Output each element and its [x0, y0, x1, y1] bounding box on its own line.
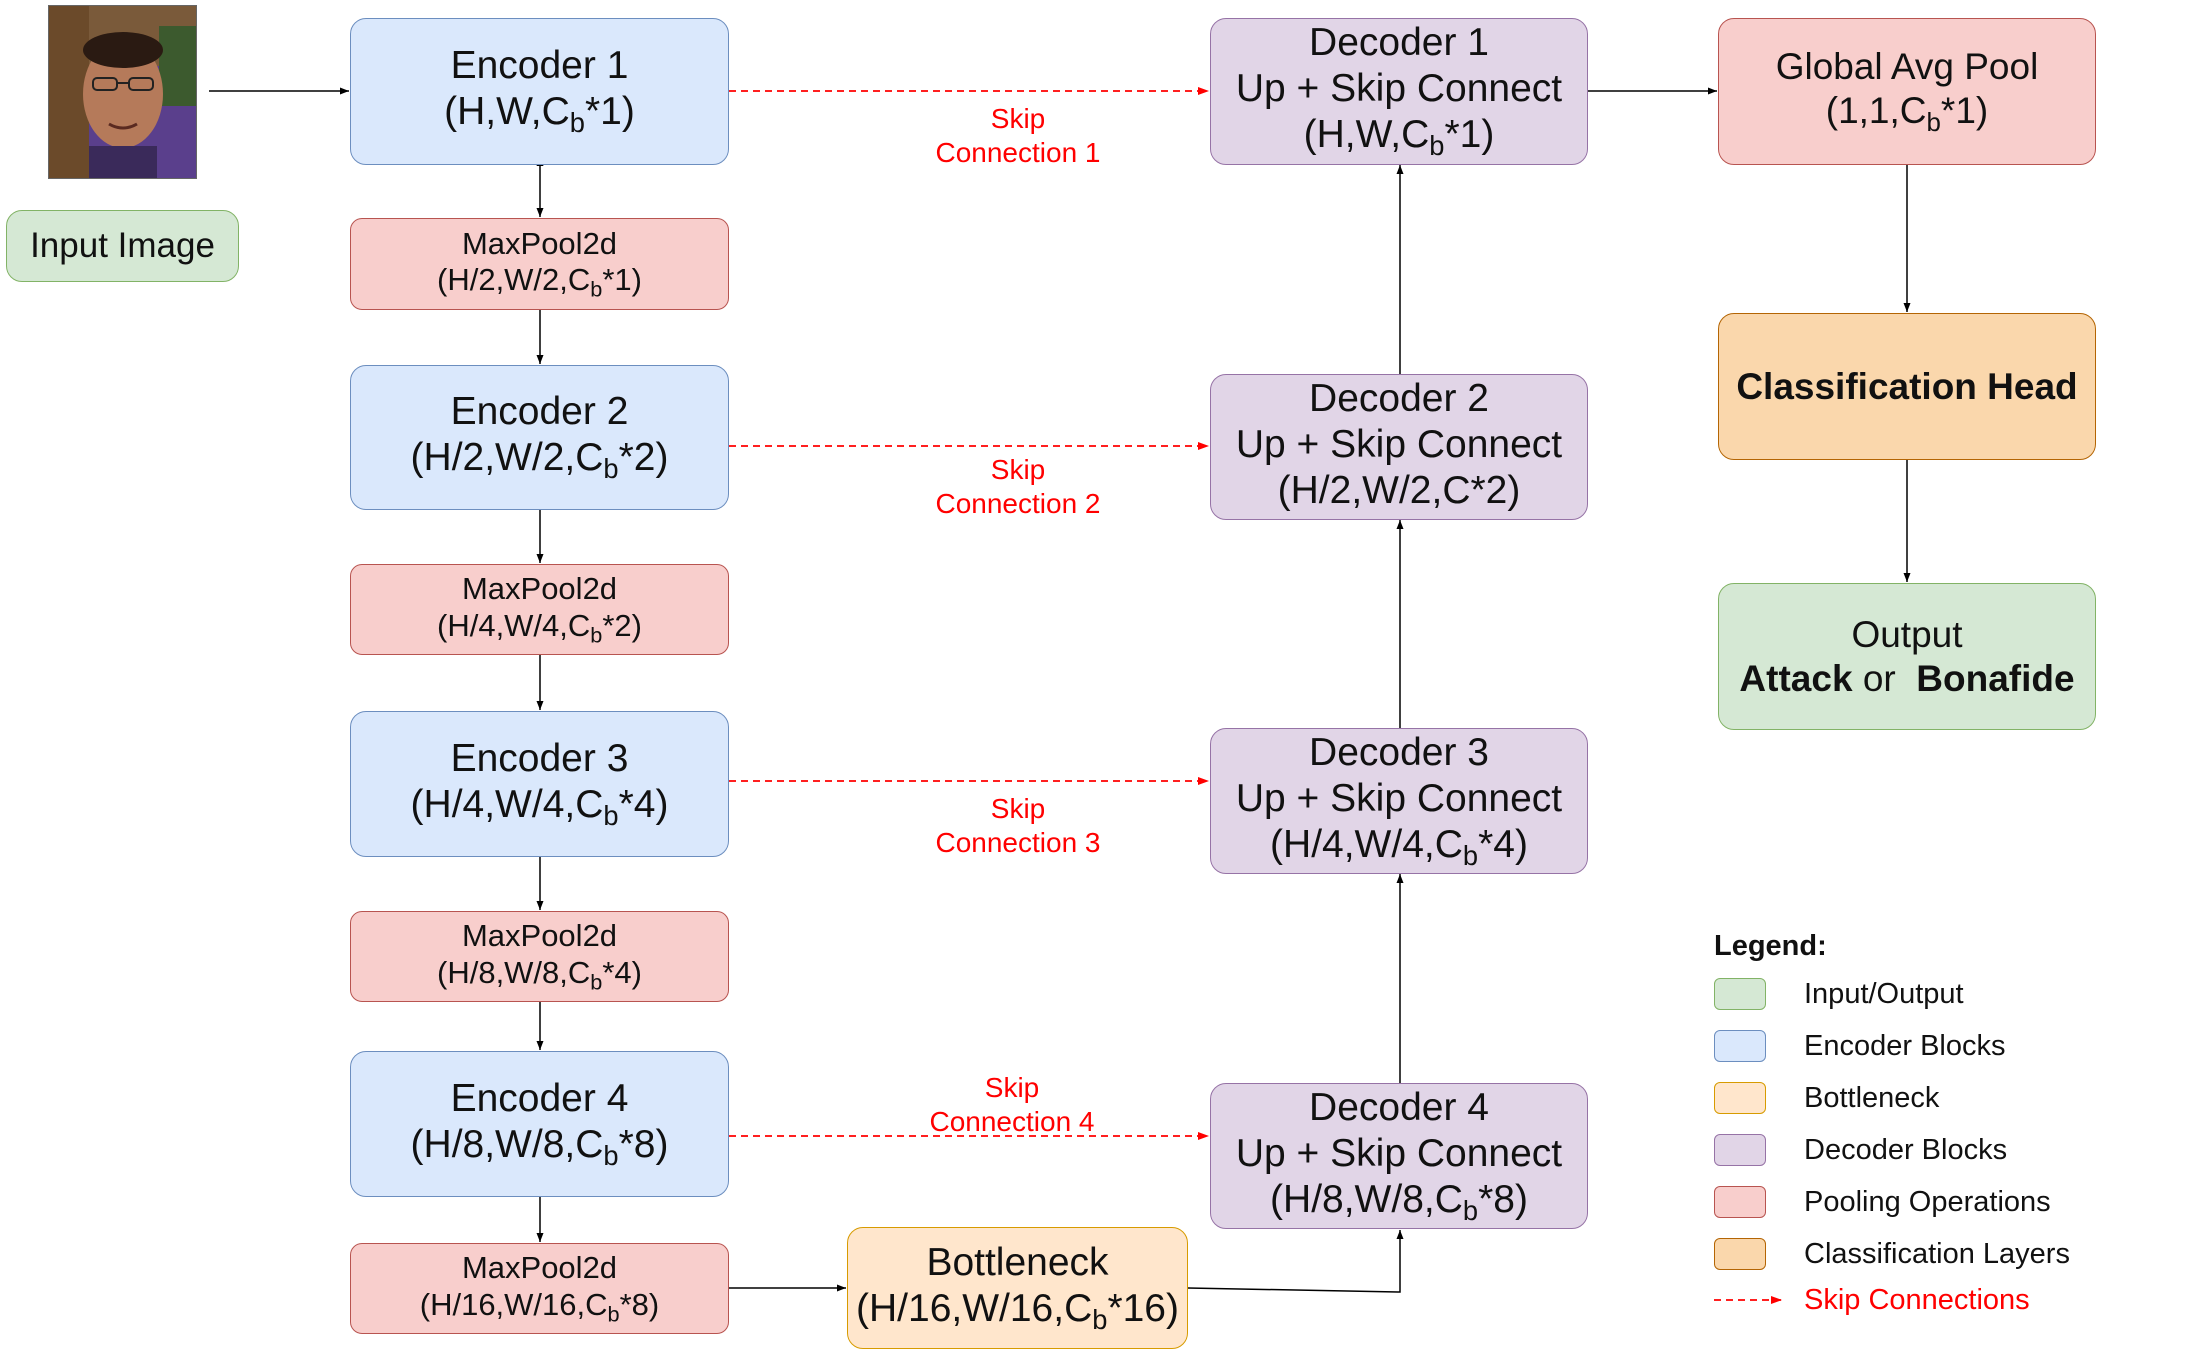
- legend-label: Classification Layers: [1804, 1238, 2070, 1270]
- legend-skip-label: Skip Connections: [1804, 1284, 2030, 1316]
- decoder-2-dims: (H/2,W/2,C*2): [1277, 468, 1521, 512]
- maxpool-3-dims: (H/8,W/8,Cb*4): [437, 954, 642, 995]
- bottleneck: Bottleneck (H/16,W/16,Cb*16): [847, 1227, 1188, 1349]
- encoder-3: Encoder 3 (H/4,W/4,Cb*4): [350, 711, 729, 857]
- bottleneck-dims: (H/16,W/16,Cb*16): [856, 1286, 1179, 1335]
- legend-item-classification: Classification Layers: [1714, 1237, 2070, 1271]
- legend-label: Pooling Operations: [1804, 1186, 2051, 1218]
- input-image-label: Input Image: [30, 226, 215, 266]
- classification-head: Classification Head: [1718, 313, 2096, 460]
- maxpool-3-title: MaxPool2d: [461, 918, 618, 954]
- decoder-1: Decoder 1 Up + Skip Connect (H,W,Cb*1): [1210, 18, 1588, 165]
- classification-head-title: Classification Head: [1736, 365, 2078, 407]
- legend-label: Input/Output: [1804, 978, 1964, 1010]
- bottleneck-title: Bottleneck: [926, 1240, 1109, 1284]
- legend-swatch: [1714, 1030, 1766, 1062]
- legend-swatch: [1714, 978, 1766, 1010]
- encoder-4-title: Encoder 4: [450, 1076, 629, 1120]
- legend-label: Encoder Blocks: [1804, 1030, 2006, 1062]
- maxpool-1: MaxPool2d (H/2,W/2,Cb*1): [350, 218, 729, 310]
- maxpool-2-dims: (H/4,W/4,Cb*2): [437, 607, 642, 648]
- decoder-3-title: Decoder 3: [1309, 730, 1489, 774]
- decoder-2: Decoder 2 Up + Skip Connect (H/2,W/2,C*2…: [1210, 374, 1588, 520]
- legend-label: Decoder Blocks: [1804, 1134, 2008, 1166]
- legend-swatch: [1714, 1134, 1766, 1166]
- decoder-4: Decoder 4 Up + Skip Connect (H/8,W/8,Cb*…: [1210, 1083, 1588, 1229]
- legend-swatch: [1714, 1238, 1766, 1270]
- global-avg-pool-dims: (1,1,Cb*1): [1825, 89, 1989, 137]
- legend-swatch: [1714, 1186, 1766, 1218]
- decoder-2-title: Decoder 2: [1309, 376, 1489, 420]
- decoder-3-dims: (H/4,W/4,Cb*4): [1270, 822, 1528, 871]
- encoder-1: Encoder 1 (H,W,Cb*1): [350, 18, 729, 165]
- legend-item-pooling: Pooling Operations: [1714, 1185, 2051, 1219]
- maxpool-1-dims: (H/2,W/2,Cb*1): [437, 262, 642, 302]
- encoder-3-title: Encoder 3: [450, 736, 629, 780]
- decoder-3-op: Up + Skip Connect: [1235, 776, 1563, 820]
- legend-swatch: [1714, 1082, 1766, 1114]
- output-title: Output: [1851, 613, 1963, 655]
- encoder-4: Encoder 4 (H/8,W/8,Cb*8): [350, 1051, 729, 1197]
- edge-bottleneck-decoder4: [1187, 1230, 1404, 1293]
- input-image-box: Input Image: [6, 210, 239, 282]
- encoder-2-dims: (H/2,W/2,Cb*2): [410, 436, 669, 485]
- decoder-2-op: Up + Skip Connect: [1235, 422, 1563, 466]
- legend-label: Bottleneck: [1804, 1082, 1940, 1114]
- decoder-4-dims: (H/8,W/8,Cb*8): [1270, 1177, 1528, 1226]
- maxpool-4-dims: (H/16,W/16,Cb*8): [419, 1286, 660, 1327]
- encoder-4-dims: (H/8,W/8,Cb*8): [410, 1122, 669, 1171]
- maxpool-4-title: MaxPool2d: [461, 1250, 618, 1286]
- decoder-4-op: Up + Skip Connect: [1235, 1131, 1563, 1175]
- maxpool-3: MaxPool2d (H/8,W/8,Cb*4): [350, 911, 729, 1002]
- output-classes: Attack or Bonafide: [1739, 657, 2075, 699]
- maxpool-2-title: MaxPool2d: [461, 571, 618, 607]
- decoder-4-title: Decoder 4: [1309, 1085, 1489, 1129]
- legend-title: Legend:: [1714, 930, 1827, 962]
- global-avg-pool-title: Global Avg Pool: [1775, 46, 2039, 87]
- encoder-2: Encoder 2 (H/2,W/2,Cb*2): [350, 365, 729, 510]
- maxpool-1-title: MaxPool2d: [461, 225, 618, 261]
- encoder-2-title: Encoder 2: [450, 390, 629, 434]
- legend-item-bottleneck: Bottleneck: [1714, 1081, 1939, 1115]
- encoder-1-title: Encoder 1: [450, 44, 629, 88]
- decoder-1-dims: (H,W,Cb*1): [1303, 113, 1495, 162]
- input-photo: [48, 5, 197, 179]
- maxpool-4: MaxPool2d (H/16,W/16,Cb*8): [350, 1243, 729, 1334]
- output-box: Output Attack or Bonafide: [1718, 583, 2096, 730]
- encoder-3-dims: (H/4,W/4,Cb*4): [410, 782, 669, 831]
- legend-item-encoder: Encoder Blocks: [1714, 1029, 2006, 1063]
- encoder-1-dims: (H,W,Cb*1): [444, 90, 635, 139]
- global-avg-pool: Global Avg Pool (1,1,Cb*1): [1718, 18, 2096, 165]
- decoder-3: Decoder 3 Up + Skip Connect (H/4,W/4,Cb*…: [1210, 728, 1588, 874]
- decoder-1-op: Up + Skip Connect: [1235, 67, 1563, 111]
- legend-item-input-output: Input/Output: [1714, 977, 1964, 1011]
- legend-item-decoder: Decoder Blocks: [1714, 1133, 2007, 1167]
- decoder-1-title: Decoder 1: [1309, 21, 1489, 65]
- maxpool-2: MaxPool2d (H/4,W/4,Cb*2): [350, 564, 729, 655]
